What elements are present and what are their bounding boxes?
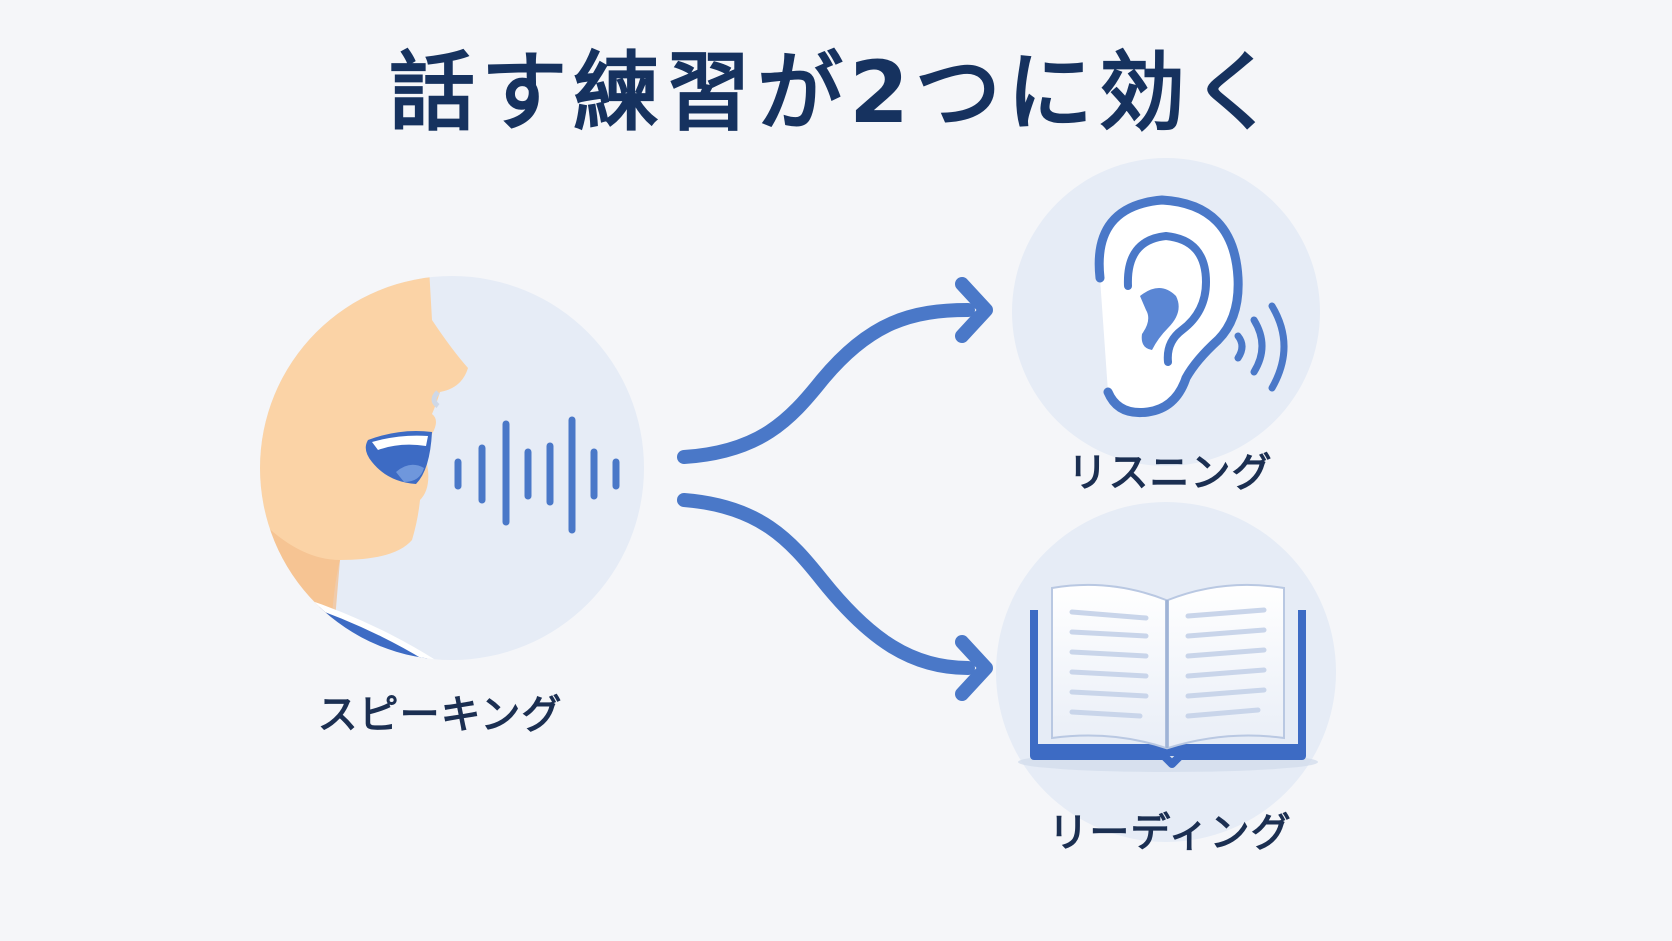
- page-title: 話す練習が2つに効く: [389, 43, 1283, 143]
- reading-node: [996, 502, 1336, 842]
- reading-label: リーディング: [1048, 810, 1292, 856]
- sound-wave-icon: [454, 416, 620, 534]
- arrow-to-listening: [677, 277, 993, 464]
- open-book-icon: [1030, 583, 1306, 768]
- sound-waves-icon: [1234, 302, 1288, 392]
- speaking-label: スピーキング: [317, 692, 563, 738]
- listening-label: リスニング: [1067, 450, 1273, 496]
- arrow-to-reading: [677, 493, 993, 701]
- speaking-node: [260, 276, 644, 660]
- ear-icon: [1094, 195, 1243, 418]
- listening-node: [1012, 158, 1320, 466]
